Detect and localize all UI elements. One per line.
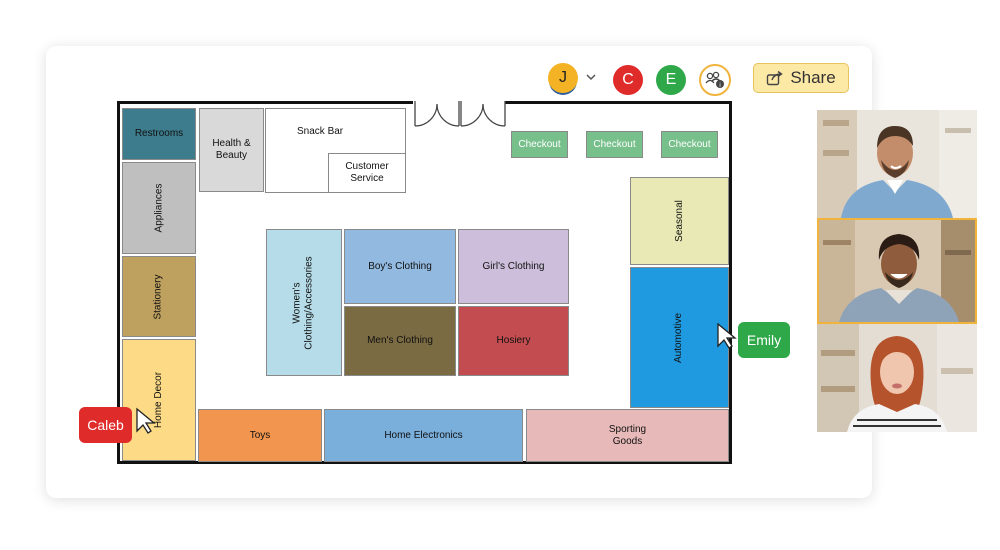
room-mens-clothing[interactable]: Men's Clothing — [344, 306, 456, 376]
share-button[interactable]: Share — [753, 63, 849, 93]
room-girls-clothing[interactable]: Girl's Clothing — [458, 229, 569, 304]
participants-button[interactable]: i — [699, 64, 731, 96]
cursor-caleb-icon — [136, 407, 156, 434]
room-label: Stationery — [153, 273, 164, 320]
room-hosiery[interactable]: Hosiery — [458, 306, 569, 376]
room-label: Restrooms — [134, 128, 184, 139]
room-label: Checkout — [593, 138, 636, 150]
entrance-doors-icon — [414, 101, 506, 127]
room-label: Home Electronics — [384, 429, 463, 441]
room-stationery[interactable]: Stationery — [122, 256, 196, 337]
room-label: Health & Beauty — [212, 138, 251, 161]
participants-info-icon: i — [705, 71, 724, 89]
room-toys[interactable]: Toys — [198, 409, 322, 462]
participant-video-icon — [817, 110, 977, 218]
video-tile-3[interactable] — [817, 324, 977, 432]
chevron-down-icon[interactable] — [584, 70, 598, 84]
video-tile-1[interactable] — [817, 110, 977, 218]
room-label: Customer Service — [345, 161, 389, 184]
avatar-c[interactable]: C — [613, 65, 643, 95]
room-label: Men's Clothing — [367, 335, 433, 346]
room-restrooms[interactable]: Restrooms — [122, 108, 196, 160]
cursor-label-caleb: Caleb — [79, 407, 132, 443]
video-tile-2[interactable] — [817, 218, 977, 324]
cursor-emily-icon — [717, 322, 737, 349]
avatar-j[interactable]: J — [548, 63, 578, 93]
room-health-beauty[interactable]: Health & Beauty — [199, 108, 264, 192]
room-customer-service[interactable]: Customer Service — [328, 153, 406, 193]
participant-video-icon — [819, 220, 975, 322]
room-automotive[interactable]: Automotive — [630, 267, 729, 408]
room-checkout-3[interactable]: Checkout — [661, 131, 718, 158]
avatar-e[interactable]: E — [656, 65, 686, 95]
share-label: Share — [790, 68, 836, 87]
room-label: Sporting Goods — [608, 423, 647, 447]
room-checkout-1[interactable]: Checkout — [511, 131, 568, 158]
room-home-decor[interactable]: Home Decor — [122, 339, 196, 461]
room-checkout-2[interactable]: Checkout — [586, 131, 643, 158]
participant-video-icon — [817, 324, 977, 432]
room-label: Appliances — [152, 183, 164, 233]
room-label: Snack Bar — [297, 126, 344, 137]
room-sporting-goods[interactable]: Sporting Goods — [526, 409, 729, 462]
room-seasonal[interactable]: Seasonal — [630, 177, 729, 265]
room-appliances[interactable]: Appliances — [122, 162, 196, 254]
share-icon — [767, 70, 784, 86]
room-label: Girl's Clothing — [482, 260, 545, 272]
room-label: Boy's Clothing — [368, 260, 432, 272]
room-label: Checkout — [668, 138, 711, 150]
room-home-electronics[interactable]: Home Electronics — [324, 409, 523, 462]
room-label: Seasonal — [673, 200, 685, 242]
room-label: Women's Clothing/Accessories — [292, 255, 315, 350]
svg-text:i: i — [719, 83, 720, 89]
room-label: Hosiery — [496, 335, 531, 346]
room-label: Automotive — [673, 312, 685, 363]
room-label: Toys — [249, 429, 271, 441]
room-boys-clothing[interactable]: Boy's Clothing — [344, 229, 456, 304]
room-label: Checkout — [518, 138, 561, 150]
room-womens-clothing[interactable]: Women's Clothing/Accessories — [266, 229, 342, 376]
cursor-label-emily: Emily — [738, 322, 790, 358]
